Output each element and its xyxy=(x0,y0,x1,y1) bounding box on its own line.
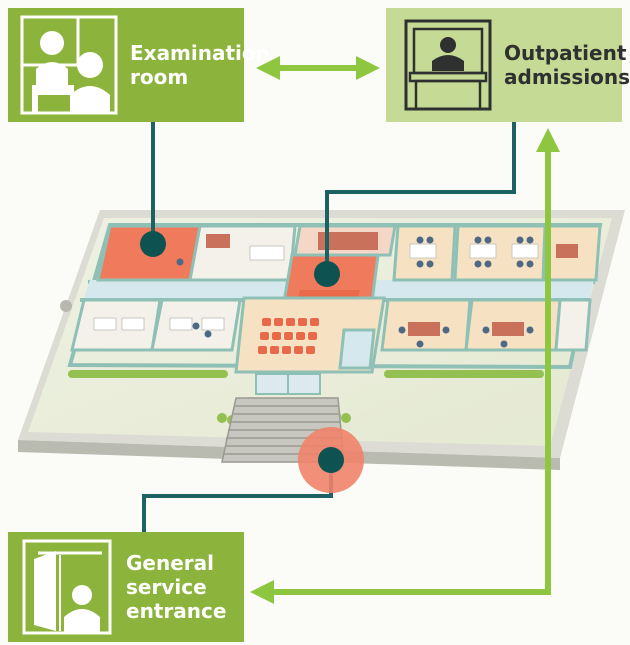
outpatient-admissions-box: Outpatient admissions xyxy=(386,8,630,122)
entrance-label-line2: service xyxy=(126,575,207,599)
room-furniture xyxy=(93,232,578,336)
entrance-doors xyxy=(255,373,321,395)
entrance-door-icon xyxy=(22,539,112,635)
arrow-exam-outpatient xyxy=(256,56,380,80)
examination-room-box: Examination room xyxy=(8,8,270,122)
general-service-entrance-box: General service entrance xyxy=(8,532,244,642)
marker-examination xyxy=(140,231,166,257)
waiting-chairs xyxy=(258,318,319,354)
office-chairs xyxy=(176,236,534,348)
marker-outpatient xyxy=(314,261,340,287)
lamp-icon xyxy=(60,300,72,312)
reception-desk-icon xyxy=(404,19,492,111)
outpatient-label-line2: admissions xyxy=(504,65,630,89)
examination-icon xyxy=(20,15,118,115)
examination-label-line2: room xyxy=(130,65,189,89)
connector-outpatient xyxy=(325,122,516,272)
arrow-outpatient-entrance xyxy=(250,128,560,604)
entrance-label-line3: entrance xyxy=(126,599,227,623)
outpatient-label-line1: Outpatient xyxy=(504,41,627,65)
marker-entrance xyxy=(318,447,344,473)
entrance-label-line1: General xyxy=(126,551,214,575)
examination-label-line1: Examination xyxy=(130,41,270,65)
